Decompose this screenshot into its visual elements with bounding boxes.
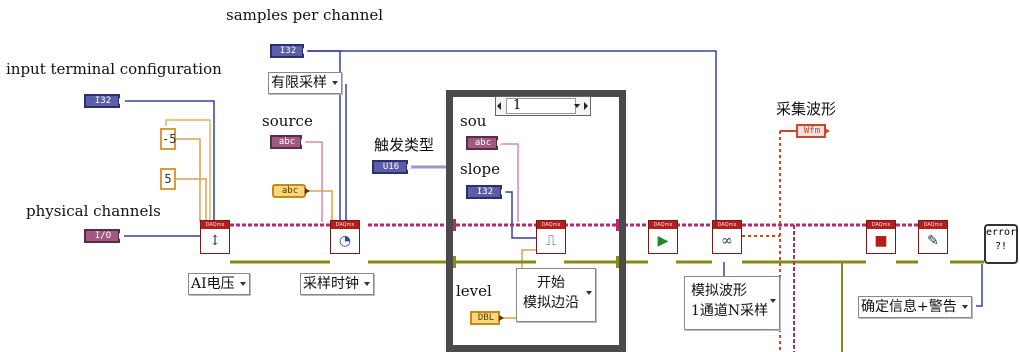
timing-source-terminal[interactable]: abc <box>272 184 310 198</box>
source-wire <box>304 141 323 222</box>
chevron-down-icon <box>961 305 968 309</box>
trigger-type-terminal[interactable]: U16 <box>372 160 412 174</box>
max-value-wire <box>176 178 207 222</box>
trigger-type-label: 触发类型 <box>374 136 435 154</box>
increment-arrow-icon[interactable] <box>584 102 588 110</box>
chevron-down-icon <box>364 282 370 286</box>
timing-type-value: 采样时钟 <box>303 276 359 292</box>
eraser-icon: ✎ <box>927 233 939 249</box>
measurement-type-value: AI电压 <box>191 276 235 292</box>
samples-per-channel-label: samples per channel <box>226 6 384 24</box>
chevron-down-icon <box>770 299 776 303</box>
level-label: level <box>456 282 492 300</box>
case-structure[interactable] <box>446 90 626 352</box>
timing-vi[interactable]: DAQmx ◔ <box>330 220 360 254</box>
input-terminal-configuration-label: input terminal configuration <box>6 60 222 78</box>
sample-mode-ring[interactable]: 有限采样 <box>268 72 342 94</box>
physical-channels-label: physical channels <box>26 202 161 220</box>
create-channel-vi[interactable]: DAQmx ↕ <box>200 220 230 254</box>
daqmx-header: DAQmx <box>649 221 677 229</box>
probe-icon: ↕ <box>209 233 221 249</box>
measurement-type-ring[interactable]: AI电压 <box>188 273 250 295</box>
trigger-mode-line1: 开始 <box>537 275 565 291</box>
chevron-down-icon <box>586 291 592 295</box>
max-value-constant[interactable]: 5 <box>160 168 176 190</box>
input-terminal-configuration-terminal[interactable]: I32 <box>84 94 124 108</box>
collect-waveform-indicator[interactable]: Wfm <box>796 124 830 138</box>
chevron-down-icon <box>239 282 246 286</box>
source-terminal[interactable]: abc <box>270 135 306 149</box>
read-mode-ring[interactable]: 模拟波形 1通道N采样 <box>684 276 780 330</box>
min-value-wire <box>176 138 201 222</box>
daqmx-header: DAQmx <box>713 221 741 229</box>
read-vi[interactable]: DAQmx ∞ <box>712 220 742 254</box>
daqmx-header: DAQmx <box>201 221 229 229</box>
clear-task-vi[interactable]: DAQmx ✎ <box>918 220 948 254</box>
daqmx-header: DAQmx <box>919 221 947 229</box>
error-dialog-icon-line2: ?! <box>994 241 1008 252</box>
daqmx-header: DAQmx <box>867 221 895 229</box>
min-max-top-wire <box>165 119 211 222</box>
error-mode-value: 确定信息+警告 <box>861 299 957 315</box>
start-task-vi[interactable]: DAQmx ▶ <box>648 220 678 254</box>
source-label: source <box>262 112 313 130</box>
trigger-vi[interactable]: DAQmx ⎍ <box>536 220 566 254</box>
slope-label: slope <box>460 160 501 178</box>
timing-source-wire <box>308 190 333 222</box>
trigger-mode-line2: 模拟边沿 <box>523 295 579 311</box>
min-value-constant[interactable]: -5 <box>160 128 176 150</box>
sou-label: sou <box>460 112 487 130</box>
read-mode-line1: 模拟波形 <box>691 283 747 299</box>
physical-channels-terminal[interactable]: I/O <box>84 229 124 243</box>
decrement-arrow-icon[interactable] <box>497 102 501 110</box>
chevron-down-icon[interactable] <box>574 104 580 108</box>
level-terminal[interactable]: DBL <box>470 311 504 325</box>
slope-terminal[interactable]: I32 <box>466 185 506 199</box>
collect-waveform-label: 采集波形 <box>776 100 837 118</box>
stop-icon: ■ <box>874 233 888 249</box>
sou-terminal[interactable]: abc <box>466 136 502 150</box>
terminal-config-wire <box>125 100 215 222</box>
daqmx-header: DAQmx <box>331 221 359 229</box>
simple-error-handler-vi[interactable]: error ?! <box>984 224 1018 264</box>
glasses-icon: ∞ <box>721 233 733 249</box>
error-mode-ring[interactable]: 确定信息+警告 <box>858 296 972 318</box>
read-mode-line2: 1通道N采样 <box>691 303 769 319</box>
slope-wire <box>505 191 538 239</box>
sou-wire <box>500 143 519 222</box>
case-selector-value: 1 <box>506 98 576 114</box>
clock-icon: ◔ <box>338 233 352 249</box>
case-selector[interactable]: 1 <box>495 96 591 116</box>
error-dialog-icon-line1: error <box>986 227 1017 238</box>
trigger-mode-ring[interactable]: 开始 模拟边沿 <box>516 268 596 322</box>
daqmx-header: DAQmx <box>537 221 565 229</box>
samples-to-timing-wire <box>306 50 341 222</box>
error-mode-wire <box>976 264 983 307</box>
play-icon: ▶ <box>657 233 669 249</box>
samples-per-channel-wire <box>306 50 717 222</box>
samples-per-channel-terminal[interactable]: I32 <box>270 44 308 58</box>
timing-type-ring[interactable]: 采样时钟 <box>300 273 374 295</box>
sample-mode-value: 有限采样 <box>271 75 327 91</box>
chevron-down-icon <box>332 81 338 85</box>
edge-trigger-icon: ⎍ <box>546 233 556 249</box>
stop-task-vi[interactable]: DAQmx ■ <box>866 220 896 254</box>
